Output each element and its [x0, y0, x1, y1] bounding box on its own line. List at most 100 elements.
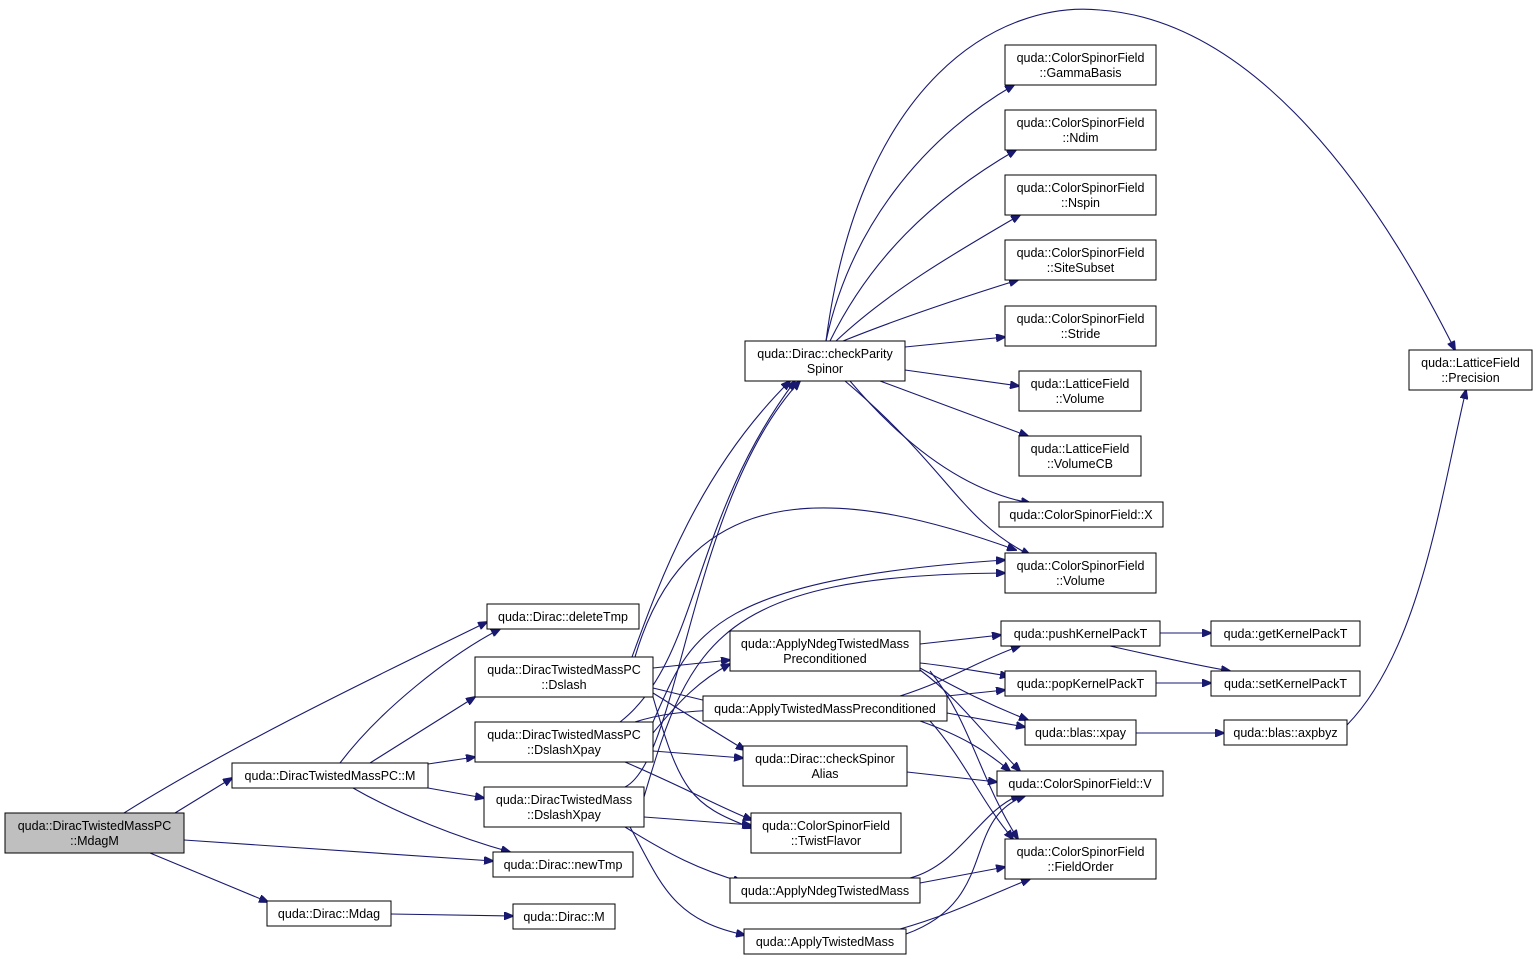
node-box	[231, 762, 429, 789]
edge-checkParity-to-lfVolume	[904, 369, 1019, 386]
edge-checkAlias-to-csfV	[906, 771, 997, 782]
node-mdagm[interactable]: quda::DiracTwistedMassPC::MdagM	[4, 812, 185, 854]
node-label: ::MdagM	[70, 834, 119, 848]
node-setKernel[interactable]: quda::setKernelPackT	[1210, 670, 1361, 697]
node-pushKernel[interactable]: quda::pushKernelPackT	[1000, 620, 1161, 647]
node-box	[1210, 620, 1361, 647]
node-xpay[interactable]: quda::blas::xpay	[1024, 719, 1137, 746]
edge-mdagm-to-mdag	[149, 852, 268, 902]
edge-checkParity-to-siteSubset	[842, 280, 1018, 342]
edge-axpbyz-to-precision	[1346, 390, 1466, 726]
node-label: quda::LatticeField	[1031, 377, 1130, 391]
node-box	[742, 745, 908, 787]
node-label: quda::ColorSpinorField	[1017, 246, 1145, 260]
node-axpbyz[interactable]: quda::blas::axpbyz	[1223, 719, 1348, 746]
node-label: quda::ColorSpinorField::V	[1008, 777, 1152, 791]
edge-applyTMPC-to-csfV	[919, 720, 1010, 771]
node-label: quda::DiracTwistedMassPC::M	[245, 769, 416, 783]
node-diracM[interactable]: quda::Dirac::M	[512, 903, 616, 930]
node-box	[729, 630, 921, 672]
edge-checkParity-to-precision	[825, 8, 1455, 350]
node-label: ::DslashXpay	[527, 808, 601, 822]
node-precision[interactable]: quda::LatticeField::Precision	[1408, 349, 1533, 391]
node-label: quda::popKernelPackT	[1017, 677, 1145, 691]
node-siteSubset[interactable]: quda::ColorSpinorField::SiteSubset	[1004, 239, 1157, 281]
node-pcDslash[interactable]: quda::DiracTwistedMassPC::Dslash	[474, 656, 654, 698]
node-lfVolumeCB[interactable]: quda::LatticeField::VolumeCB	[1018, 435, 1142, 477]
edge-pushKernel-to-setKernel	[1109, 645, 1230, 671]
node-label: ::Stride	[1061, 327, 1101, 341]
node-nspin[interactable]: quda::ColorSpinorField::Nspin	[1004, 174, 1157, 216]
edge-checkParity-to-gammaBasis	[825, 85, 1014, 342]
node-layer: quda::DiracTwistedMassPC::MdagMquda::Dir…	[4, 44, 1533, 955]
edge-checkParity-to-lfVolumeCB	[879, 380, 1028, 436]
edge-applyTMPC-to-pushKernel	[899, 646, 1020, 697]
node-label: quda::Dirac::checkSpinor	[755, 752, 895, 766]
edge-applyNdeg-to-fieldOrder	[919, 867, 1005, 884]
edge-pcDslashXpay-to-checkAlias	[652, 750, 743, 758]
node-box	[1408, 349, 1533, 391]
node-tmDslashXpay[interactable]: quda::DiracTwistedMass::DslashXpay	[483, 786, 645, 828]
edge-pcDslash-to-applyNdegPC	[652, 660, 730, 669]
edge-checkParity-to-stride	[904, 337, 1005, 348]
node-applyNdeg[interactable]: quda::ApplyNdegTwistedMass	[729, 877, 921, 904]
edge-mdagm-to-newTmp	[183, 839, 493, 861]
node-box	[1004, 44, 1157, 86]
node-label: ::Precision	[1441, 371, 1499, 385]
node-lfVolume[interactable]: quda::LatticeField::Volume	[1018, 370, 1142, 412]
edge-pcDslashXpay-to-twistFlavor	[624, 761, 752, 820]
node-csfV[interactable]: quda::ColorSpinorField::V	[996, 770, 1164, 797]
edge-tmDslashXpay-to-csfVolume	[643, 573, 1005, 798]
node-label: quda::LatticeField	[1421, 356, 1520, 370]
node-csfVolume[interactable]: quda::ColorSpinorField::Volume	[1004, 552, 1157, 594]
edge-checkParity-to-ndim	[829, 150, 1016, 342]
node-label: quda::Dirac::Mdag	[278, 907, 380, 921]
node-applyTM[interactable]: quda::ApplyTwistedMass	[743, 928, 907, 955]
node-popKernel[interactable]: quda::popKernelPackT	[1004, 670, 1157, 697]
node-label: Spinor	[807, 362, 843, 376]
node-gammaBasis[interactable]: quda::ColorSpinorField::GammaBasis	[1004, 44, 1157, 86]
node-box	[1000, 620, 1161, 647]
node-csfX[interactable]: quda::ColorSpinorField::X	[998, 501, 1164, 528]
node-stride[interactable]: quda::ColorSpinorField::Stride	[1004, 305, 1157, 347]
node-getKernel[interactable]: quda::getKernelPackT	[1210, 620, 1361, 647]
node-label: quda::getKernelPackT	[1224, 627, 1348, 641]
edge-pcDslashXpay-to-csfVolume	[652, 560, 1005, 723]
edge-applyNdeg-to-csfV	[909, 795, 1020, 879]
node-newTmp[interactable]: quda::Dirac::newTmp	[492, 851, 634, 878]
node-label: quda::Dirac::M	[523, 910, 604, 924]
node-box	[750, 812, 902, 854]
node-deleteTmp[interactable]: quda::Dirac::deleteTmp	[486, 603, 640, 630]
node-label: quda::blas::axpbyz	[1233, 726, 1337, 740]
node-mdag[interactable]: quda::Dirac::Mdag	[266, 900, 392, 927]
node-label: ::TwistFlavor	[791, 834, 861, 848]
node-label: quda::ApplyNdegTwistedMass	[741, 637, 909, 651]
edge-layer	[123, 8, 1466, 935]
edge-mdagm-to-pcM	[174, 778, 232, 814]
node-box	[702, 695, 948, 722]
node-ndim[interactable]: quda::ColorSpinorField::Ndim	[1004, 109, 1157, 151]
node-box	[4, 812, 185, 854]
node-applyTMPC[interactable]: quda::ApplyTwistedMassPreconditioned	[702, 695, 948, 722]
edge-tmDslashXpay-to-checkParity	[624, 381, 800, 788]
node-pcM[interactable]: quda::DiracTwistedMassPC::M	[231, 762, 429, 789]
node-box	[512, 903, 616, 930]
node-label: ::FieldOrder	[1048, 860, 1114, 874]
node-box	[1004, 838, 1157, 880]
node-box	[743, 928, 907, 955]
edge-pcM-to-pcDslashXpay	[427, 757, 475, 765]
edge-applyNdegPC-to-fieldOrder	[929, 670, 1018, 839]
edge-pcM-to-pcDslash	[369, 697, 475, 764]
node-label: quda::pushKernelPackT	[1014, 627, 1148, 641]
node-pcDslashXpay[interactable]: quda::DiracTwistedMassPC::DslashXpay	[474, 721, 654, 763]
node-twistFlavor[interactable]: quda::ColorSpinorField::TwistFlavor	[750, 812, 902, 854]
node-fieldOrder[interactable]: quda::ColorSpinorField::FieldOrder	[1004, 838, 1157, 880]
node-box	[483, 786, 645, 828]
node-label: quda::ColorSpinorField	[1017, 51, 1145, 65]
node-label: Alias	[811, 767, 838, 781]
node-box	[474, 721, 654, 763]
node-label: quda::setKernelPackT	[1224, 677, 1347, 691]
